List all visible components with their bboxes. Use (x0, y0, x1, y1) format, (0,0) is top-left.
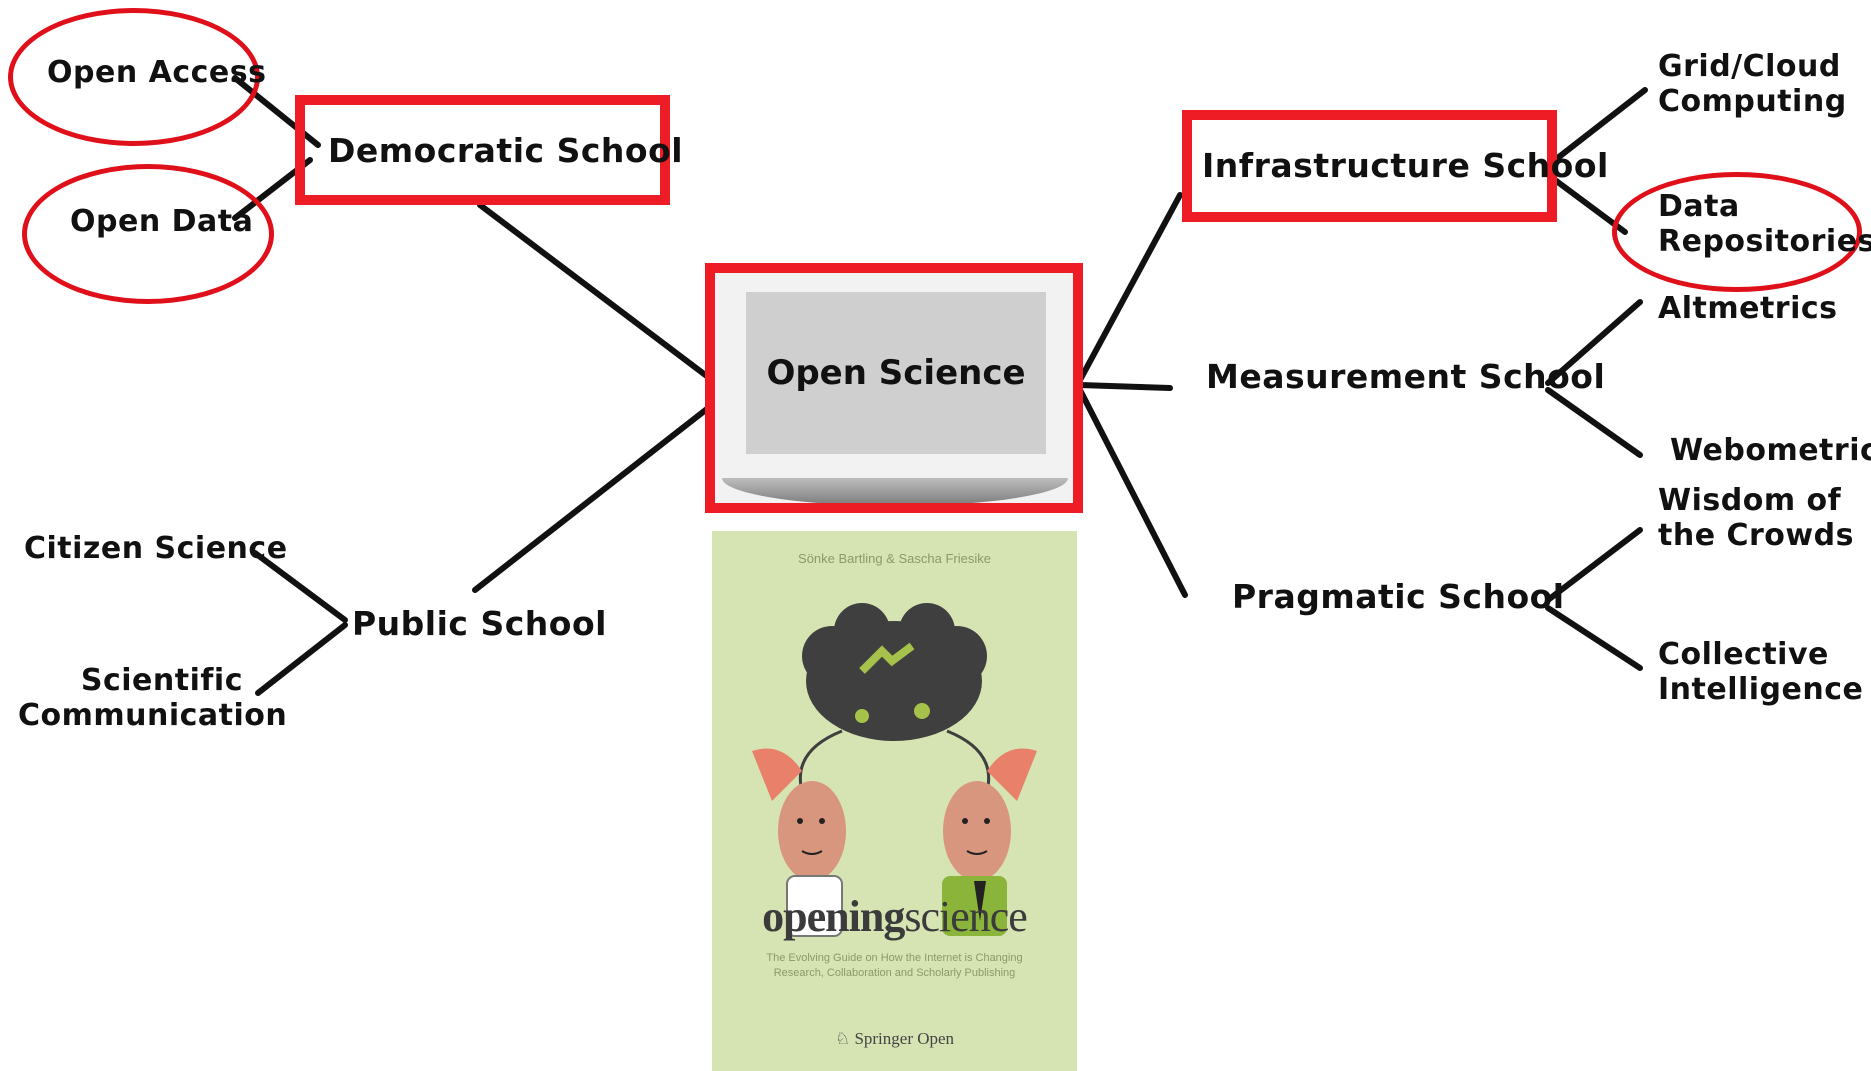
highlight-box-open-science (705, 263, 1083, 513)
highlight-box-democratic-school (295, 95, 670, 205)
book-cover: Sönke Bartling & Sascha Friesike opening… (712, 531, 1077, 1071)
node-citizen-science: Citizen Science (24, 531, 288, 566)
line-public-to-center (472, 402, 715, 593)
node-data-repositories: Data Repositories (1658, 189, 1871, 259)
person-left-icon (752, 748, 846, 937)
highlight-ellipse-data-repositories (1612, 172, 1862, 292)
highlight-ellipse-open-access (8, 8, 260, 146)
node-grid-cloud-computing: Grid/Cloud Computing (1658, 49, 1847, 119)
node-altmetrics: Altmetrics (1658, 291, 1838, 326)
book-title-bold: opening (762, 892, 905, 941)
line-pragmatic-to-collective (1545, 605, 1643, 671)
line-infra-to-grid (1552, 87, 1648, 163)
book-title-light: science (904, 892, 1027, 941)
line-scientific-to-public (255, 622, 348, 696)
center-title: Open Science (766, 353, 1026, 393)
node-wisdom-of-the-crowds: Wisdom of the Crowds (1658, 483, 1854, 553)
line-center-to-pragmatic (1077, 387, 1188, 598)
line-pragmatic-to-wisdom (1545, 527, 1643, 603)
book-subtitle: The Evolving Guide on How the Internet i… (766, 952, 1023, 980)
node-infrastructure-school: Infrastructure School (1202, 146, 1609, 185)
node-open-access: Open Access (47, 55, 267, 90)
highlight-box-infrastructure-school (1182, 110, 1557, 222)
node-scientific-communication: Scientific Communication (18, 663, 288, 733)
line-democratic-to-center (477, 202, 715, 383)
node-measurement-school: Measurement School (1206, 357, 1606, 396)
book-publisher-label: Springer Open (854, 1029, 955, 1048)
node-open-data: Open Data (70, 204, 254, 239)
book-title: openingscience (712, 891, 1077, 942)
node-public-school: Public School (352, 604, 607, 643)
book-authors: Sönke Bartling & Sascha Friesike (798, 551, 991, 566)
center-node: Open Science (746, 292, 1046, 454)
node-webometrics: Webometrics (1670, 433, 1871, 468)
node-pragmatic-school: Pragmatic School (1232, 577, 1565, 616)
line-center-to-measurement (1077, 382, 1173, 391)
node-collective-intelligence: Collective Intelligence (1658, 637, 1864, 707)
line-measure-to-webometrics (1545, 387, 1643, 458)
line-measure-to-altmetrics (1545, 299, 1643, 386)
book-publisher: ♘ Springer Open (712, 1029, 1077, 1049)
springer-horse-icon: ♘ (834, 1029, 855, 1048)
highlight-ellipse-open-data (22, 164, 274, 304)
person-right-icon (942, 748, 1037, 936)
line-center-to-infrastructure (1077, 192, 1183, 383)
line-citizen-to-public (252, 550, 348, 623)
brain-icon (798, 603, 991, 792)
node-democratic-school: Democratic School (328, 131, 684, 170)
book-illustration (752, 603, 1037, 937)
